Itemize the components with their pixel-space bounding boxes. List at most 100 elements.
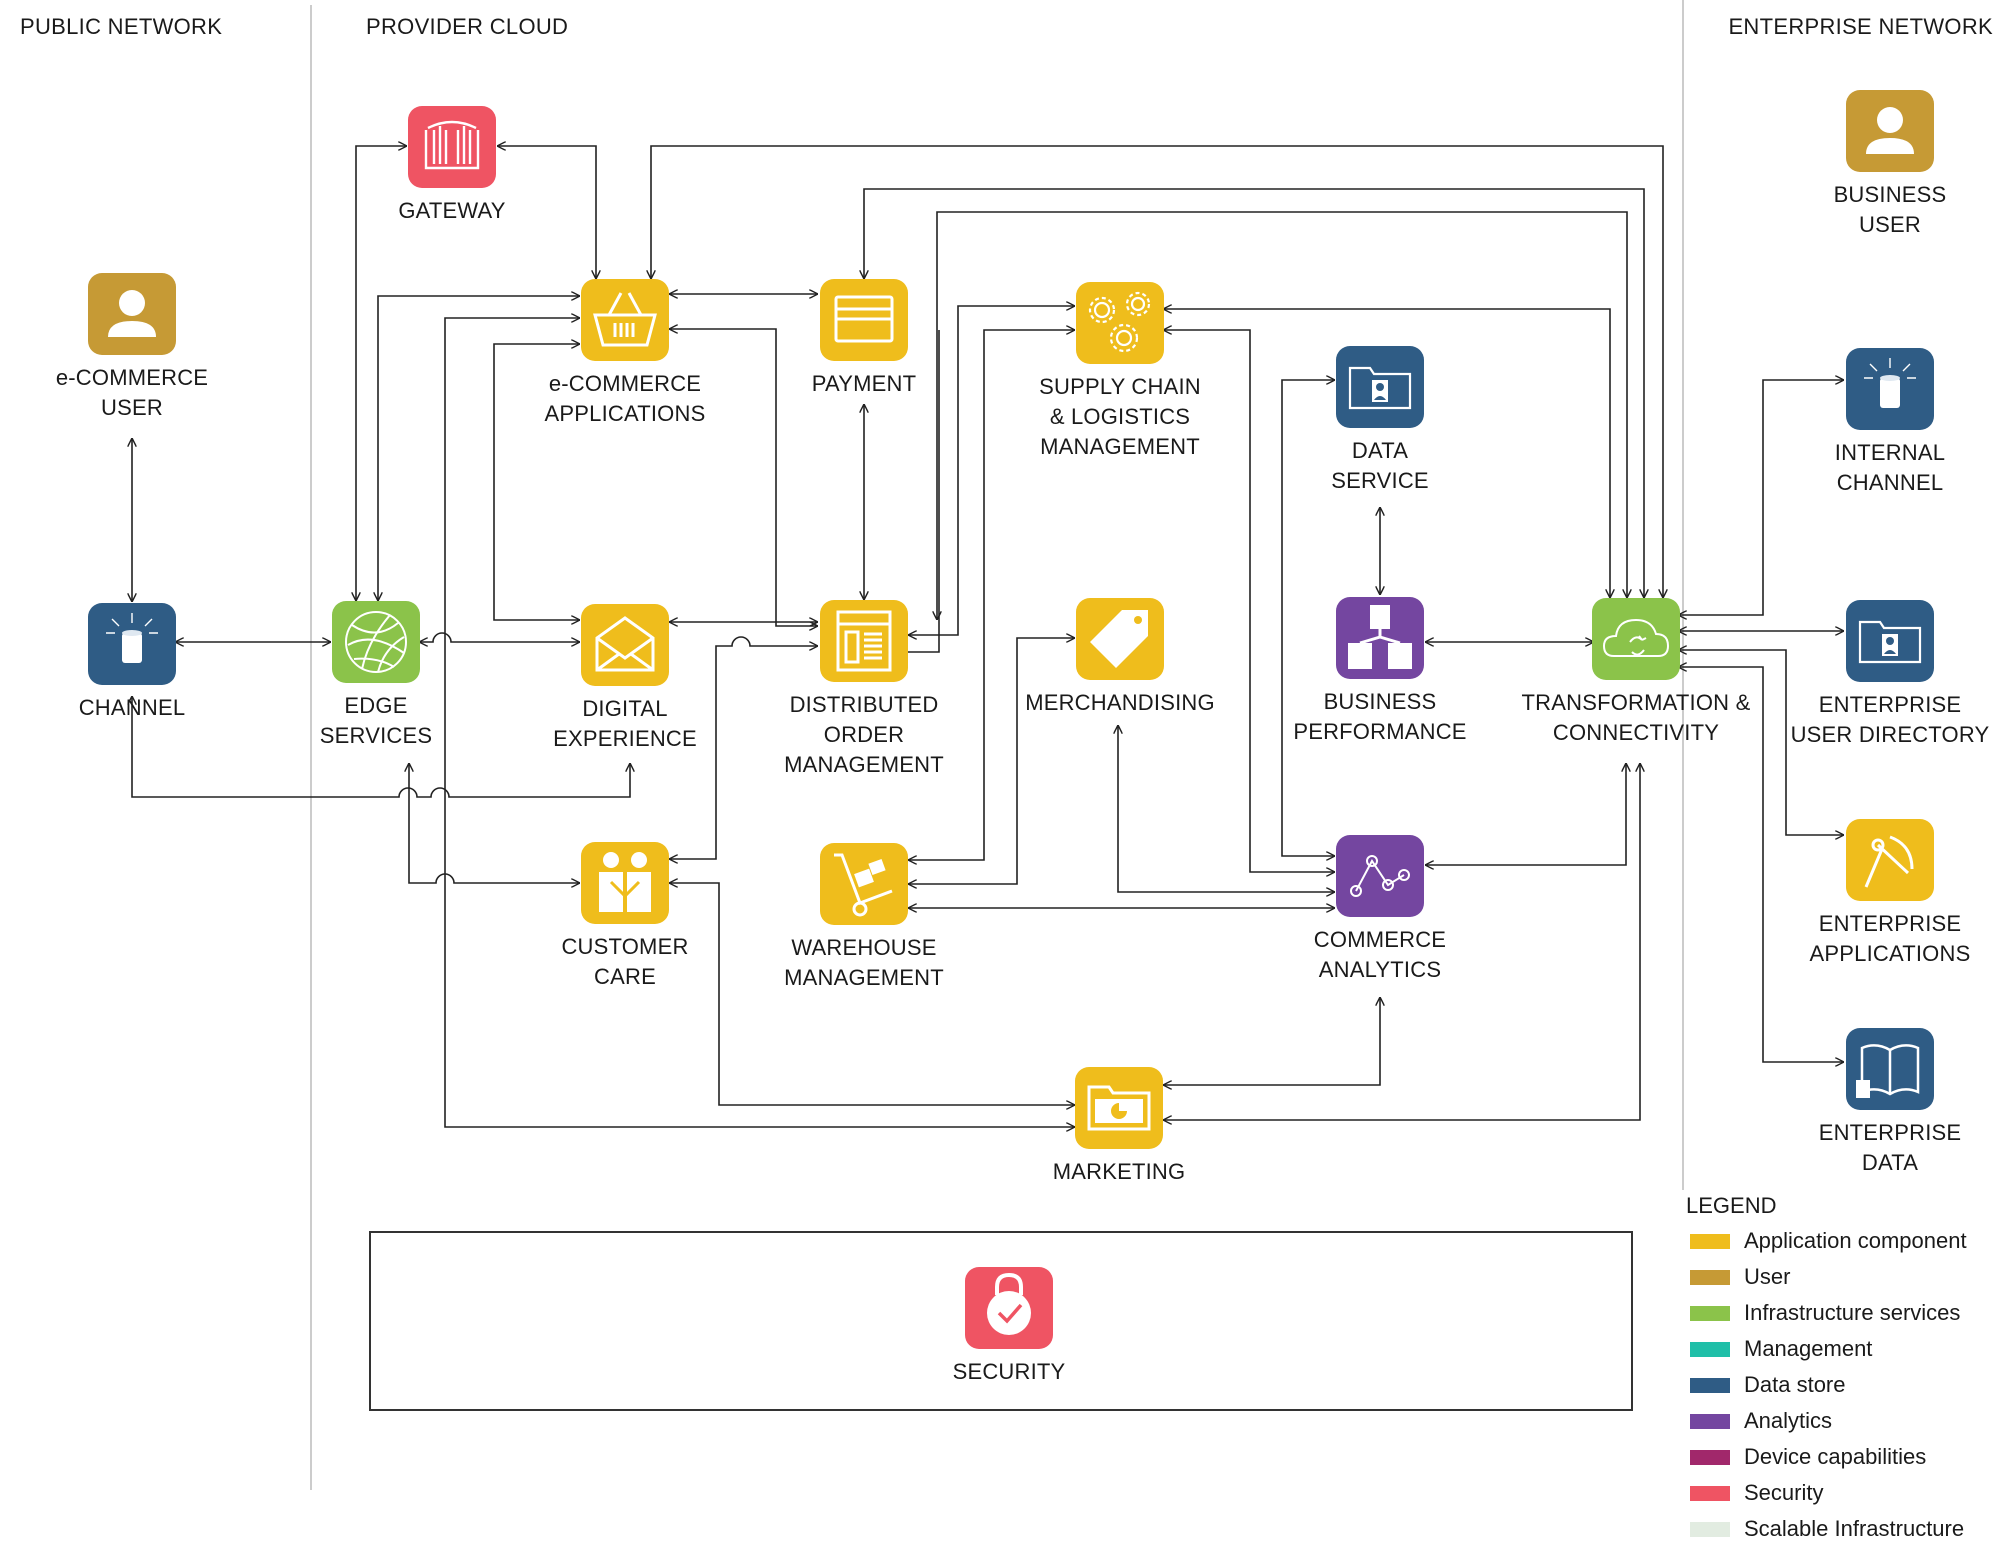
node-commerce-analytics[interactable]: COMMERCE ANALYTICS <box>1250 835 1510 985</box>
node-label: ENTERPRISE APPLICATIONS <box>1809 911 1971 966</box>
node-marketing[interactable]: MARKETING <box>989 1067 1249 1187</box>
node-label: CHANNEL <box>78 695 186 720</box>
globe-icon <box>332 601 420 683</box>
node-label: CUSTOMER CARE <box>561 934 689 989</box>
node-digital-experience[interactable]: DIGITAL EXPERIENCE <box>495 604 755 754</box>
gears-icon <box>1076 282 1164 364</box>
node-payment[interactable]: PAYMENT <box>734 279 994 399</box>
node-label: ENTERPRISE DATA <box>1818 1120 1962 1175</box>
legend-swatch <box>1690 1233 1730 1249</box>
node-warehouse[interactable]: WAREHOUSE MANAGEMENT <box>734 843 994 993</box>
zone-title-provider: PROVIDER CLOUD <box>366 14 569 39</box>
node-gateway[interactable]: GATEWAY <box>322 106 582 226</box>
node-security[interactable]: SECURITY <box>879 1267 1139 1387</box>
edge-marketing-ecom <box>444 318 1075 1127</box>
node-label: MARKETING <box>1052 1159 1186 1184</box>
legend-title: LEGEND <box>1686 1193 1777 1218</box>
edge-edge-ecom <box>378 296 580 601</box>
node-label: ENTERPRISE USER DIRECTORY <box>1790 692 1990 747</box>
compass-icon <box>1846 819 1934 901</box>
node-channel[interactable]: CHANNEL <box>2 603 262 723</box>
edge-gateway-edge <box>356 146 407 601</box>
legend-label: User <box>1744 1264 1791 1289</box>
node-business-user[interactable]: BUSINESS USER <box>1760 90 1999 240</box>
legend-label: Security <box>1744 1480 1824 1505</box>
node-distributed-order[interactable]: DISTRIBUTED ORDER MANAGEMENT <box>734 600 994 780</box>
node-merchandising[interactable]: MERCHANDISING <box>990 598 1250 718</box>
database-icon <box>1846 348 1934 430</box>
envelope-icon <box>581 604 669 686</box>
edge-care-marketing <box>669 883 1075 1105</box>
legend-item: User <box>1686 1259 1996 1295</box>
legend-label: Management <box>1744 1336 1873 1361</box>
legend-swatch <box>1690 1521 1730 1537</box>
legend-label: Analytics <box>1744 1408 1833 1433</box>
node-label: COMMERCE ANALYTICS <box>1313 927 1447 982</box>
node-label: WAREHOUSE MANAGEMENT <box>784 935 944 990</box>
folder-user-icon <box>1336 346 1424 428</box>
legend-item: Application component <box>1686 1223 1996 1259</box>
node-supply-chain[interactable]: SUPPLY CHAIN & LOGISTICS MANAGEMENT <box>990 282 1250 462</box>
edge-edge-digital <box>419 632 580 642</box>
legend-item: Infrastructure services <box>1686 1295 1996 1331</box>
node-enterprise-data[interactable]: ENTERPRISE DATA <box>1760 1028 1999 1178</box>
node-label: PAYMENT <box>811 371 917 396</box>
node-label: e-COMMERCE USER <box>55 365 209 420</box>
user-icon <box>88 273 176 355</box>
node-ecommerce-apps[interactable]: e-COMMERCE APPLICATIONS <box>495 279 755 429</box>
gateway-icon <box>408 106 496 188</box>
node-label: BUSINESS USER <box>1833 182 1947 237</box>
node-edge-services[interactable]: EDGE SERVICES <box>246 601 506 751</box>
folder-chart-icon <box>1075 1067 1163 1149</box>
card-icon <box>820 279 908 361</box>
legend-label: Infrastructure services <box>1744 1300 1961 1325</box>
legend-swatch <box>1690 1377 1730 1393</box>
legend-item: Analytics <box>1686 1403 1996 1439</box>
zone-title-enterprise: ENTERPRISE NETWORK <box>1728 14 1993 39</box>
security-container <box>369 1231 1633 1411</box>
node-ecommerce-user[interactable]: e-COMMERCE USER <box>2 273 262 423</box>
node-label: INTERNAL CHANNEL <box>1834 440 1946 495</box>
node-enterprise-applications[interactable]: ENTERPRISE APPLICATIONS <box>1760 819 1999 969</box>
user-icon <box>1846 90 1934 172</box>
node-internal-channel[interactable]: INTERNAL CHANNEL <box>1760 348 1999 498</box>
node-label: DISTRIBUTED ORDER MANAGEMENT <box>784 692 944 777</box>
cloud-icon <box>1592 598 1680 680</box>
hand-truck-icon <box>820 843 908 925</box>
node-data-service[interactable]: DATA SERVICE <box>1250 346 1510 496</box>
legend-swatch <box>1690 1269 1730 1285</box>
legend-swatch <box>1690 1341 1730 1357</box>
edge-marketing-transform <box>1163 763 1640 1120</box>
legend-item: Management <box>1686 1331 1996 1367</box>
node-enterprise-user-directory[interactable]: ENTERPRISE USER DIRECTORY <box>1760 600 1999 750</box>
legend-swatch <box>1690 1413 1730 1429</box>
legend-label: Application component <box>1744 1228 1967 1253</box>
legend-label: Data store <box>1744 1372 1846 1397</box>
edge-gateway-ecom <box>497 146 596 279</box>
book-icon <box>1846 1028 1934 1110</box>
node-label: BUSINESS PERFORMANCE <box>1293 689 1467 744</box>
node-business-performance[interactable]: BUSINESS PERFORMANCE <box>1250 597 1510 747</box>
lock-icon <box>965 1267 1053 1349</box>
node-label: EDGE SERVICES <box>319 693 433 748</box>
legend-swatch <box>1690 1449 1730 1465</box>
database-cluster-icon <box>1336 597 1424 679</box>
legend-item: Device capabilities <box>1686 1439 1996 1475</box>
basket-icon <box>581 279 669 361</box>
node-label: TRANSFORMATION & CONNECTIVITY <box>1521 690 1751 745</box>
edge-transform-internal <box>1678 380 1844 615</box>
edge-transform-entdata <box>1678 667 1844 1062</box>
legend-item: Data store <box>1686 1367 1996 1403</box>
edge-edge-care <box>409 763 580 883</box>
edge-ecom-digital <box>493 344 580 620</box>
node-label: SECURITY <box>952 1359 1066 1384</box>
legend-label: Device capabilities <box>1744 1444 1927 1469</box>
edge-ecom-transform <box>651 145 1663 598</box>
legend-label: Scalable Infrastructure <box>1744 1516 1965 1541</box>
legend-item: Scalable Infrastructure <box>1686 1511 1996 1547</box>
node-customer-care[interactable]: CUSTOMER CARE <box>495 842 755 992</box>
node-transformation[interactable]: TRANSFORMATION & CONNECTIVITY <box>1506 598 1766 748</box>
legend-swatch <box>1690 1485 1730 1501</box>
tag-icon <box>1076 598 1164 680</box>
